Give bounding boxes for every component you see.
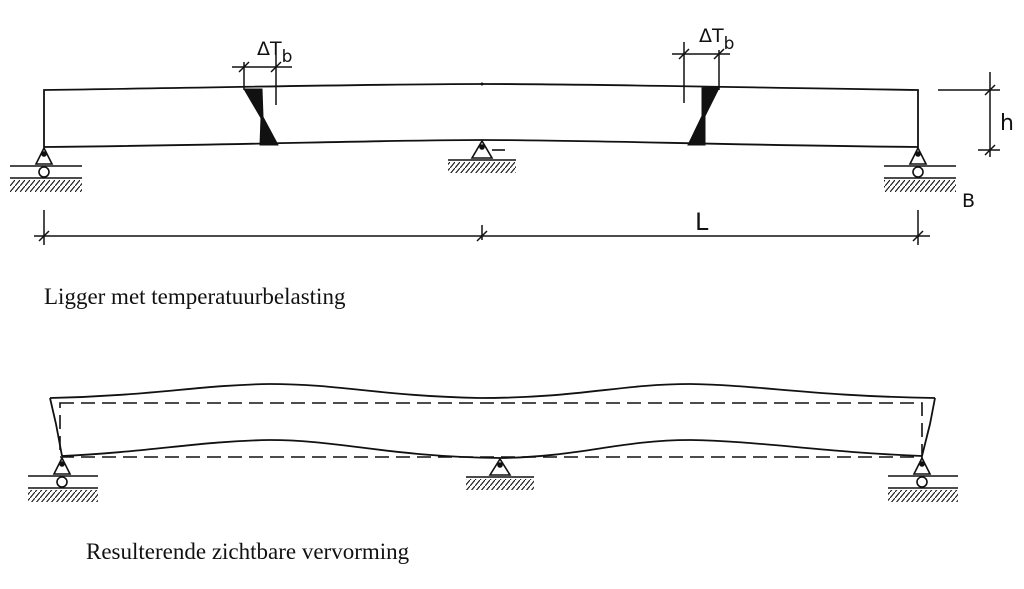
temperature-wedges xyxy=(243,87,720,146)
top-figure-caption: Ligger met temperatuurbelasting xyxy=(44,284,346,309)
top-right-support-b xyxy=(884,146,956,192)
top-left-support xyxy=(10,146,82,192)
delta-t-right-label: ΔTb xyxy=(699,25,734,54)
span-dimension xyxy=(34,210,930,245)
bottom-right-support xyxy=(888,456,958,502)
deformed-top-edge xyxy=(49,383,936,399)
bottom-middle-support xyxy=(466,457,534,490)
delta-t-left-label: ΔTb xyxy=(257,38,292,67)
span-label: L xyxy=(695,208,709,236)
support-b-label: B xyxy=(962,190,975,212)
height-label: h xyxy=(1000,111,1014,136)
right-temperature-wedge xyxy=(687,87,720,146)
beam-center-dot xyxy=(480,82,484,86)
bottom-figure-caption: Resulterende zichtbare vervorming xyxy=(86,539,410,564)
original-beam-outline xyxy=(59,402,923,458)
bottom-deformation-group xyxy=(49,383,936,459)
delta-t-dimensions xyxy=(232,42,730,105)
height-dimension xyxy=(938,72,1000,157)
left-temperature-wedge xyxy=(243,88,279,146)
top-middle-support xyxy=(448,139,516,173)
deformed-left-end xyxy=(49,397,63,457)
deformed-right-end xyxy=(921,397,936,457)
top-beam-group xyxy=(43,82,919,148)
deformed-bottom-edge xyxy=(61,439,923,459)
bottom-left-support xyxy=(28,456,98,502)
top-beam xyxy=(43,83,919,148)
